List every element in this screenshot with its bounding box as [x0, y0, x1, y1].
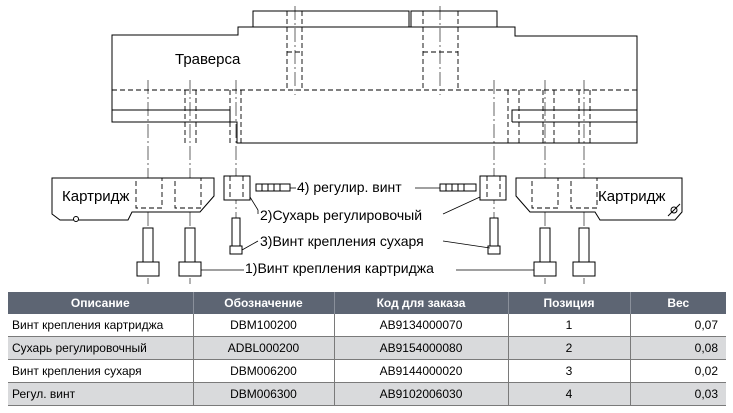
cell-designation: DBM006300: [193, 382, 335, 406]
assembly-drawing: Траверса Картридж Картридж 4) регулир. в…: [51, 6, 683, 284]
header-designation: Обозначение: [193, 292, 335, 314]
cell-position: 2: [508, 336, 631, 360]
cell-description: Винт крепления картриджа: [8, 314, 194, 337]
leader-lines: [201, 187, 534, 271]
cell-weight: 0,03: [630, 382, 726, 406]
cell-position: 4: [508, 382, 631, 406]
cell-designation: DBM006200: [193, 359, 335, 383]
header-order-code: Код для заказа: [334, 292, 509, 314]
traverse-hidden-lines: [112, 11, 637, 143]
cell-position: 3: [508, 359, 631, 383]
adjusting-block-right: [479, 175, 507, 201]
cell-description: Сухарь регулировочный: [8, 336, 194, 360]
cell-position: 1: [508, 314, 631, 337]
header-weight: Вес: [630, 292, 726, 314]
table-header-row: Описание Обозначение Код для заказа Пози…: [8, 292, 726, 314]
cartridge-screw: [136, 227, 596, 277]
table-row: Винт крепления картриджа DBM100200 AB913…: [8, 314, 726, 337]
cell-order-code: AB9102006030: [334, 382, 509, 406]
header-description: Описание: [8, 292, 194, 314]
callout-adjusting-screw: 4) регулир. винт: [297, 179, 402, 195]
table-row: Сухарь регулировочный ADBL000200 AB91540…: [8, 336, 726, 360]
adjusting-screw-right: [439, 183, 477, 192]
adjusting-block-left: [223, 175, 251, 201]
table-row: Винт крепления сухаря DBM006200 AB914400…: [8, 359, 726, 383]
cartridge-left-label: Картридж: [62, 188, 129, 205]
cartridge-right: [515, 177, 683, 221]
table-row: Регул. винт DBM006300 AB9102006030 4 0,0…: [8, 382, 726, 406]
cell-description: Винт крепления сухаря: [8, 359, 194, 383]
callout-cartridge-screw: 1)Винт крепления картриджа: [245, 260, 434, 276]
cartridge-left: [51, 177, 215, 222]
block-screw-right: [487, 217, 501, 255]
traverse: [111, 10, 638, 144]
cell-order-code: AB9144000020: [334, 359, 509, 383]
callout-adjusting-block: 2)Сухарь регулировочый: [260, 207, 422, 223]
cell-designation: DBM100200: [193, 314, 335, 337]
cell-weight: 0,02: [630, 359, 726, 383]
cell-weight: 0,08: [630, 336, 726, 360]
cell-description: Регул. винт: [8, 382, 194, 406]
adjusting-screw-left: [255, 183, 291, 192]
parts-table: Описание Обозначение Код для заказа Пози…: [8, 292, 726, 406]
cell-order-code: AB9134000070: [334, 314, 509, 337]
cell-order-code: AB9154000080: [334, 336, 509, 360]
cell-designation: ADBL000200: [193, 336, 335, 360]
callout-block-screw: 3)Винт крепления сухаря: [260, 233, 424, 249]
header-position: Позиция: [508, 292, 631, 314]
block-screw-left: [229, 217, 243, 255]
traverse-label: Траверса: [175, 51, 241, 68]
cell-weight: 0,07: [630, 314, 726, 337]
cartridge-right-label: Картридж: [598, 188, 665, 205]
